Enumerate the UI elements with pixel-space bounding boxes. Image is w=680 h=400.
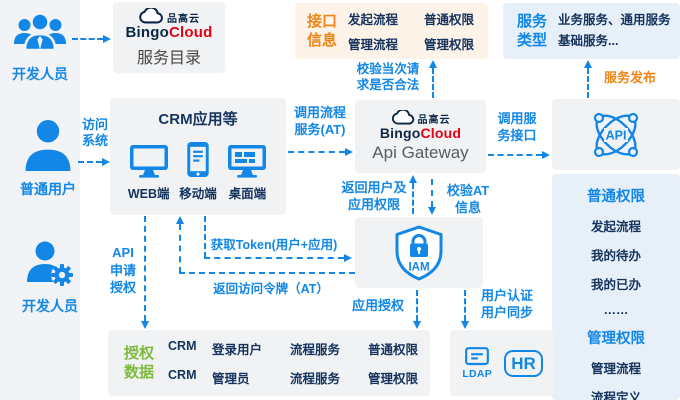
api-service-node: API bbox=[552, 99, 680, 170]
interface-info-title: 接口 信息 bbox=[307, 13, 338, 49]
permission-item: 流程定义 bbox=[590, 391, 641, 400]
iam-node: IAM bbox=[355, 217, 483, 288]
auth-data-cell: 普通权限 bbox=[368, 343, 419, 357]
permissions-panel: 普通权限 发起流程 我的待办 我的已办 …… 管理权限 管理流程 流程定义 …… bbox=[552, 174, 680, 400]
ldap-item: LDAP bbox=[462, 346, 492, 380]
logo-cloud-text: Cloud bbox=[420, 125, 462, 141]
service-type-item: 基础服务... bbox=[558, 34, 619, 48]
crm-client-mobile: 移动端 bbox=[173, 140, 222, 202]
crm-client-desktop: 桌面端 bbox=[223, 140, 272, 202]
actor-normal-user: 普通用户 bbox=[16, 118, 80, 199]
auth-data-cell: CRM bbox=[168, 368, 197, 382]
actor-developer-bottom: 开发人员 bbox=[18, 240, 82, 316]
hr-label: HR bbox=[511, 353, 536, 373]
permission-item: 发起流程 bbox=[590, 220, 641, 234]
bingocloud-logo: 品高云 BingoCloud bbox=[380, 110, 461, 140]
mobile-icon bbox=[187, 141, 209, 178]
left-actor-panel bbox=[0, 0, 80, 400]
auth-data-table: CRM 登录用户 流程服务 普通权限 CRM 管理员 流程服务 管理权限 bbox=[168, 339, 430, 387]
edge-label-get-token: 获取Token(用户+应用) bbox=[210, 238, 338, 252]
hr-icon: HR bbox=[504, 349, 543, 377]
api-gateway-title: Api Gateway bbox=[372, 143, 469, 162]
api-icon-label: API bbox=[606, 128, 627, 142]
api-gateway-node: 品高云 BingoCloud Api Gateway bbox=[355, 100, 486, 173]
desktop-icon bbox=[228, 145, 267, 178]
cloud-icon bbox=[139, 7, 163, 23]
interface-info-items: 发起流程 普通权限 管理流程 管理权限 bbox=[348, 9, 474, 53]
edge-label-access-system: 访问系统 bbox=[81, 117, 108, 148]
actor-label: 开发人员 bbox=[12, 66, 68, 82]
edge-label-validate-request: 校验当次请求是否合法 bbox=[356, 62, 420, 92]
bingocloud-logo: 品高云 BingoCloud bbox=[125, 7, 213, 41]
developer-group-icon bbox=[14, 12, 66, 52]
crm-apps-node: CRM应用等 WEB端 移动端 bbox=[110, 98, 286, 215]
edge-label-call-flow: 调用流程服务(AT) bbox=[293, 105, 346, 137]
interface-info-node: 接口 信息 发起流程 普通权限 管理流程 管理权限 bbox=[295, 3, 488, 59]
auth-data-node: 授权 数据 CRM 登录用户 流程服务 普通权限 CRM 管理员 流程服务 管理… bbox=[108, 330, 430, 396]
edge-label-call-service: 调用服务接口 bbox=[497, 111, 537, 143]
permission-item: 我的待办 bbox=[590, 249, 641, 263]
monitor-icon bbox=[129, 145, 168, 178]
logo-cloud-text: Cloud bbox=[169, 23, 213, 41]
service-type-item: 业务服务、通用服务 bbox=[558, 13, 671, 27]
iam-icon-label: IAM bbox=[408, 261, 429, 273]
crm-title: CRM应用等 bbox=[158, 111, 238, 128]
service-type-items: 业务服务、通用服务 基础服务... bbox=[558, 10, 671, 52]
auth-data-cell: CRM bbox=[168, 339, 197, 353]
edge-label-return-user-perm: 返回用户及应用权限 bbox=[341, 180, 407, 212]
interface-item: 管理权限 bbox=[424, 38, 475, 52]
edge-label-service-publish: 服务发布 bbox=[603, 70, 656, 85]
logo-bingo-text: Bingo bbox=[125, 23, 169, 41]
permission-item: 我的已办 bbox=[590, 278, 641, 292]
edge-label-app-auth: 应用授权 bbox=[351, 298, 404, 313]
crm-client-label: 移动端 bbox=[179, 187, 217, 201]
edge-label-user-auth-sync: 用户认证用户同步 bbox=[480, 288, 533, 320]
service-catalog-node: 品高云 BingoCloud 服务目录 bbox=[113, 2, 225, 73]
ldap-label: LDAP bbox=[462, 368, 493, 380]
ldap-icon bbox=[465, 347, 490, 366]
developer-gear-icon bbox=[27, 241, 73, 286]
auth-data-cell: 管理权限 bbox=[368, 372, 419, 386]
actor-label: 普通用户 bbox=[20, 181, 76, 197]
logo-bingo-text: Bingo bbox=[379, 125, 421, 141]
auth-data-cell: 流程服务 bbox=[290, 372, 341, 386]
crm-client-label: 桌面端 bbox=[228, 187, 267, 201]
auth-data-cell: 流程服务 bbox=[290, 343, 341, 357]
service-type-node: 服务 类型 业务服务、通用服务 基础服务... bbox=[503, 3, 680, 59]
auth-data-title: 授权 数据 bbox=[124, 345, 155, 381]
permission-item: 管理流程 bbox=[590, 362, 641, 376]
crm-clients: WEB端 移动端 桌面端 bbox=[110, 129, 286, 202]
edge-label-return-at: 返回访问令牌（AT） bbox=[213, 282, 329, 296]
service-type-title: 服务 类型 bbox=[517, 13, 548, 49]
iam-shield-lock-icon: IAM bbox=[395, 225, 443, 280]
directory-node: LDAP HR bbox=[450, 330, 555, 396]
logo-cn-text: 品高云 bbox=[167, 13, 200, 25]
api-icon: API bbox=[593, 112, 639, 157]
actor-developer-top: 开发人员 bbox=[8, 10, 72, 84]
crm-client-label: WEB端 bbox=[127, 187, 170, 201]
cloud-icon bbox=[391, 110, 414, 125]
actor-label: 开发人员 bbox=[22, 298, 78, 314]
normal-permissions-title: 普通权限 bbox=[587, 189, 645, 205]
logo-cn-text: 品高云 bbox=[417, 115, 451, 126]
permission-item: …… bbox=[603, 303, 629, 317]
interface-item: 管理流程 bbox=[348, 38, 399, 52]
interface-item: 发起流程 bbox=[348, 13, 399, 27]
interface-item: 普通权限 bbox=[424, 13, 475, 27]
admin-permissions-title: 管理权限 bbox=[587, 331, 645, 347]
auth-data-cell: 管理员 bbox=[212, 372, 250, 386]
service-catalog-title: 服务目录 bbox=[136, 49, 201, 67]
user-icon bbox=[25, 120, 71, 171]
crm-client-web: WEB端 bbox=[124, 140, 173, 202]
auth-data-cell: 登录用户 bbox=[212, 343, 263, 357]
